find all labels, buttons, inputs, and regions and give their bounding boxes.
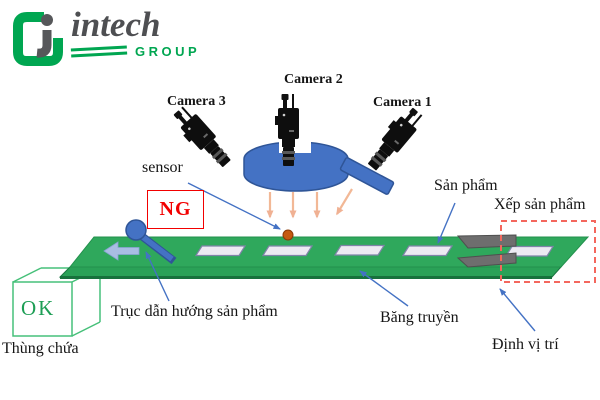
sensor-dot — [282, 229, 294, 241]
product-slots — [194, 244, 555, 257]
intech-logo: intech GROUP — [10, 5, 201, 70]
product-slot — [401, 245, 454, 257]
bar-light — [339, 157, 395, 195]
guide-rail-upper — [456, 234, 517, 249]
product-slot — [333, 244, 386, 256]
intech-logo-icon — [13, 12, 63, 66]
reject-pusher — [125, 219, 147, 241]
product-label: Sản phẩm — [434, 177, 498, 194]
camera-2-label: Camera 2 — [284, 72, 343, 87]
conveyor-arrow — [359, 270, 409, 307]
logo-brand: intech — [71, 5, 161, 44]
stack-product-label: Xếp sản phẩm — [494, 196, 586, 213]
ng-box: NG — [147, 190, 204, 229]
product-slot — [194, 245, 247, 257]
logo-i-stem — [36, 30, 52, 58]
logo-i-dot — [41, 14, 53, 26]
belt-direction-arrow-icon — [103, 241, 140, 261]
conveyor-top-face — [68, 236, 590, 268]
camera-3-label: Camera 3 — [167, 94, 226, 109]
logo-text: intech GROUP — [70, 5, 201, 59]
ng-label: NG — [159, 198, 192, 220]
camera-1-label: Camera 1 — [373, 95, 432, 110]
positioning-arrow — [499, 288, 536, 332]
guide-shaft-label: Trục dẫn hướng sản phẩm — [111, 303, 278, 320]
camera-1-icon — [361, 103, 427, 174]
logo-group-label: GROUP — [135, 44, 201, 59]
light-beam-arrows — [266, 188, 353, 219]
product-slot — [504, 245, 555, 257]
product-slot — [261, 245, 314, 257]
logo-u-shape — [13, 12, 63, 66]
pusher-rod — [137, 231, 174, 262]
container-label: Thùng chứa — [2, 340, 79, 357]
sensor-label: sensor — [142, 159, 183, 176]
guide-shaft-arrow — [145, 251, 170, 302]
conveyor-front-face — [58, 266, 563, 278]
positioning-label: Định vị trí — [492, 336, 559, 353]
positioning-zone-box — [500, 220, 596, 283]
ok-label: OK — [21, 296, 56, 320]
conveyor-label: Băng truyền — [380, 309, 459, 326]
product-arrow — [437, 202, 456, 244]
